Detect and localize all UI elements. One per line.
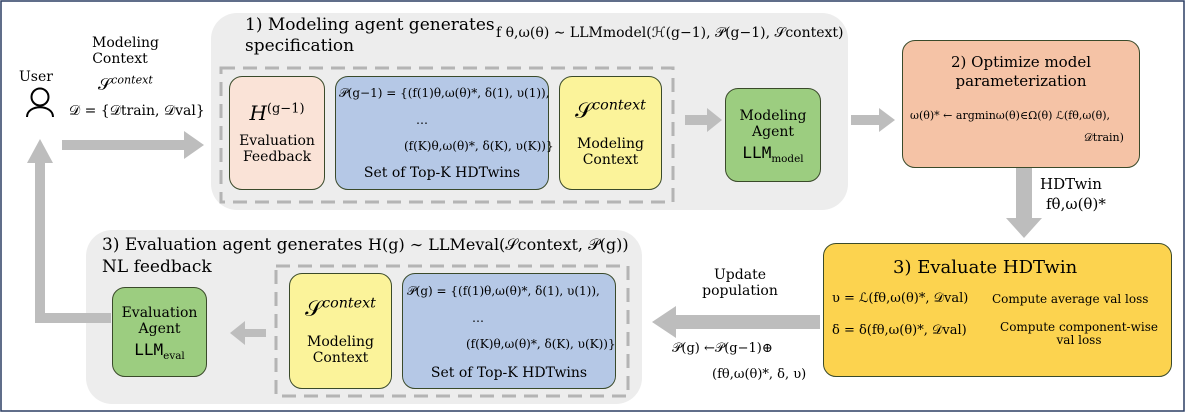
bottom-panel-formula: H(g) ∼ LLMeval(𝒮context, 𝒫(g)) — [368, 235, 629, 254]
arrow-user-to-modeling — [62, 131, 204, 159]
optimize-formula-2: 𝒟train) — [1084, 131, 1124, 144]
hdtwin-set-top-dots: … — [416, 113, 428, 127]
optimize-box — [902, 40, 1140, 168]
arrow-to-evaluation-agent — [230, 321, 266, 345]
hdtwin-set-bottom-dots: … — [472, 311, 484, 325]
hdtwin-output-formula: fθ,ω(θ)* — [1046, 195, 1106, 213]
evaluation-agent-llm-sub: eval — [163, 350, 185, 363]
evaluation-agent-label-2: Agent — [138, 321, 181, 337]
context-bottom-label-1: Modeling — [307, 333, 374, 350]
hdtwin-set-bottom-label: Set of Top-K HDTwins — [430, 365, 588, 381]
delta-description: Compute component-wise val loss — [990, 320, 1168, 348]
modeling-agent-llm: LLMmodel — [742, 143, 804, 166]
top-dashed-frame — [219, 66, 675, 204]
evaluation-feedback-content: H(g−1) Evaluation Feedback — [229, 76, 325, 190]
arrow-feedback-loop — [27, 139, 111, 323]
hdtwin-set-bottom-line-1: 𝒫(g) = {(f(1)θ,ω(θ)*, δ(1), υ(1)), — [407, 284, 600, 298]
context-top-label-1: Modeling — [577, 135, 644, 152]
feedback-symbol-h: H — [249, 101, 267, 125]
user-label: User — [19, 69, 53, 85]
hdtwin-set-top-label: Set of Top-K HDTwins — [363, 165, 521, 181]
arrow-to-optimize — [851, 108, 895, 132]
evaluation-feedback-box — [229, 76, 325, 190]
context-bottom-sup: context — [322, 295, 376, 312]
feedback-symbol: H(g−1) — [249, 101, 304, 125]
optimize-title-2: parameterization — [955, 72, 1087, 90]
evaluate-box — [823, 243, 1172, 377]
top-panel-title-1: 1) Modeling agent generates — [245, 15, 495, 35]
delta-description-1: Compute component-wise — [1000, 320, 1158, 334]
modeling-context-bottom-box — [289, 273, 392, 389]
bottom-panel-title-1: 3) Evaluation agent generates — [102, 235, 363, 255]
modeling-agent-label-2: Agent — [752, 124, 794, 140]
evaluation-agent-label-1: Evaluation — [121, 305, 198, 321]
context-top-symbol: 𝒮context — [575, 97, 646, 124]
hdtwin-set-top-line-3: (f(K)θ,ω(θ)*, δ(K), υ(K))} — [404, 139, 554, 153]
update-population-label: Update population — [680, 267, 800, 299]
modeling-context-label: Modeling Context — [92, 35, 159, 67]
bottom-panel-title-2: NL feedback — [102, 257, 212, 277]
feedback-label-2: Feedback — [242, 149, 312, 165]
context-bottom-symbol: 𝒮context — [305, 295, 376, 322]
s-symbol: 𝒮 — [98, 75, 112, 95]
feedback-label-1: Evaluation — [239, 133, 315, 149]
modeling-agent-label-1: Modeling — [739, 108, 807, 124]
upsilon-formula: υ = ℒ(fθ,ω(θ)*, 𝒟val) — [832, 291, 969, 306]
evaluation-agent-llm: LLMeval — [134, 340, 185, 363]
modeling-agent-box — [725, 88, 821, 182]
user-icon — [26, 87, 54, 118]
optimize-formula-1: ω(θ)* ← argminω(θ)∈Ω(θ) ℒ(fθ,ω(θ), — [910, 109, 1110, 122]
context-bottom-label-2: Context — [312, 349, 369, 366]
arrow-to-evaluate — [1006, 167, 1042, 238]
modeling-context-top-content: 𝒮context Modeling Context — [559, 76, 662, 190]
update-label-2: population — [702, 282, 778, 299]
evaluation-agent-content: Evaluation Agent LLMeval — [112, 287, 207, 377]
upsilon-description: Compute average val loss — [992, 292, 1149, 306]
hdtwin-set-top-line-1: 𝒫(g−1) = {(f(1)θ,ω(θ)*, δ(1), υ(1)), — [339, 86, 550, 100]
optimize-title-1: 2) Optimize model — [951, 53, 1091, 71]
modeling-context-line-1: Modeling — [92, 35, 159, 51]
evaluation-agent-box — [112, 287, 207, 377]
hdtwin-set-top-box — [335, 76, 549, 190]
s-superscript: context — [111, 73, 153, 87]
arrow-update-population — [652, 306, 820, 338]
delta-description-2: val loss — [1056, 333, 1102, 348]
hdtwin-output-label: HDTwin — [1040, 175, 1102, 193]
modeling-context-top-box — [559, 76, 662, 190]
feedback-symbol-sup: (g−1) — [266, 101, 305, 117]
context-top-sup: context — [592, 97, 646, 114]
update-formula-2: (fθ,ω(θ)*, δ, υ) — [712, 367, 807, 382]
context-top-s: 𝒮 — [575, 98, 593, 124]
arrow-to-modeling-agent — [685, 108, 722, 132]
context-bottom-s: 𝒮 — [305, 296, 323, 322]
context-top-label-2: Context — [582, 151, 639, 168]
bottom-dashed-frame — [274, 264, 630, 398]
hdtwin-set-bottom-box — [402, 273, 616, 389]
update-label-1: Update — [714, 267, 766, 283]
user-s-context: 𝒮context — [98, 73, 153, 95]
modeling-context-bottom-content: 𝒮context Modeling Context — [289, 273, 392, 389]
hdtwin-set-bottom-line-3: (f(K)θ,ω(θ)*, δ(K), υ(K))} — [466, 337, 616, 351]
update-formula-1: 𝒫(g) ←𝒫(g−1)⊕ — [672, 341, 773, 356]
evaluation-agent-llm-text: LLM — [134, 340, 164, 359]
modeling-agent-llm-text: LLM — [742, 143, 772, 162]
top-panel-title-2: specification — [245, 36, 355, 56]
top-panel-formula: f θ,ω(θ) ∼ LLMmodel(ℋ(g−1), 𝒫(g−1), 𝒮con… — [496, 25, 844, 41]
modeling-context-line-2: Context — [92, 50, 148, 67]
modeling-agent-content: Modeling Agent LLMmodel — [725, 88, 821, 182]
modeling-agent-llm-sub: model — [771, 153, 804, 166]
dataset-formula: 𝒟 = {𝒟train, 𝒟val} — [69, 103, 205, 119]
evaluate-title: 3) Evaluate HDTwin — [893, 257, 1078, 278]
delta-formula: δ = δ(fθ,ω(θ)*, 𝒟val) — [832, 323, 967, 338]
